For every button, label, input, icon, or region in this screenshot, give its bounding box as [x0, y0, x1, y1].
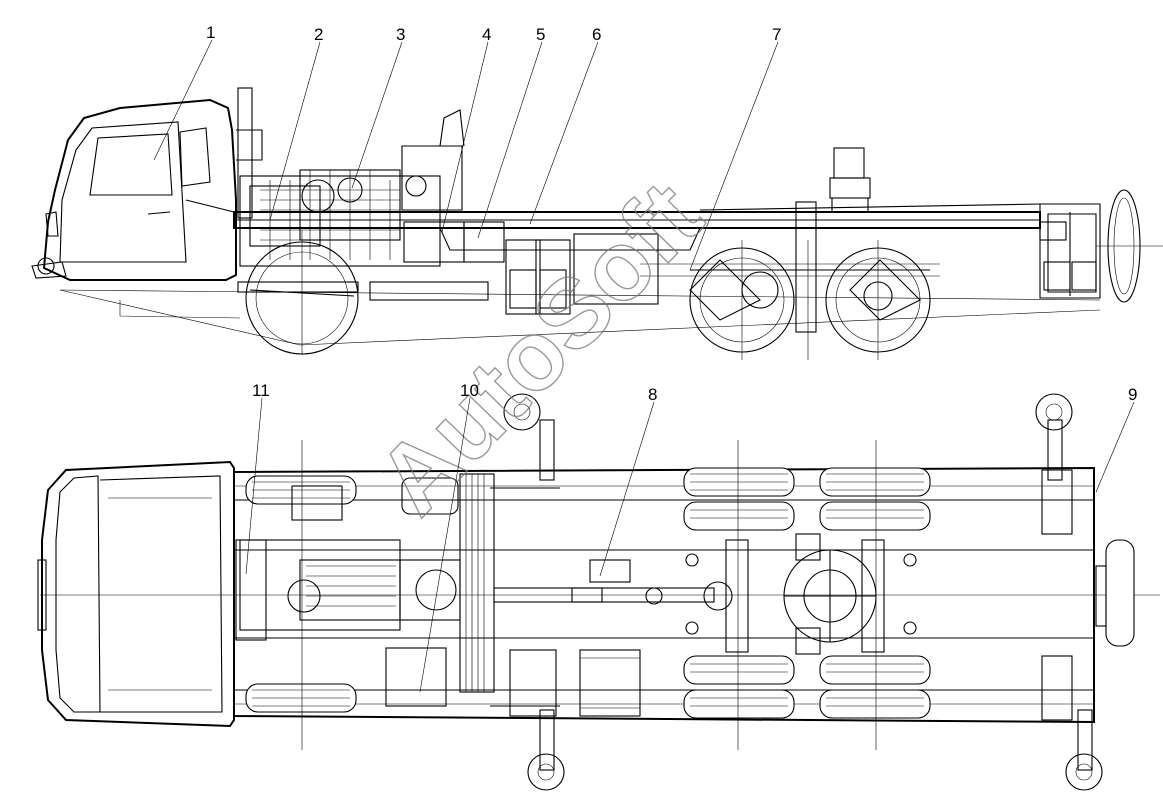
callout-5: 5 [536, 25, 545, 44]
rear-wheels-side [640, 201, 940, 360]
callout-leaders [153, 39, 1135, 693]
callout-2: 2 [314, 25, 323, 44]
callout-4: 4 [482, 25, 491, 44]
rear-tandem-top [683, 440, 931, 750]
exhaust-stacks [236, 87, 465, 219]
front-wheels-top [245, 440, 357, 750]
callout-10: 10 [460, 381, 479, 400]
spare-wheel-top [1095, 539, 1135, 647]
watermark: AutoSoft [356, 161, 722, 535]
outriggers-top [503, 393, 1103, 791]
front-wheel-side [237, 230, 359, 355]
side-view [31, 87, 1163, 360]
engine-side [239, 169, 659, 315]
callout-1: 1 [206, 23, 215, 42]
callout-3: 3 [396, 25, 405, 44]
side-tower [829, 147, 871, 212]
top-view [37, 393, 1160, 791]
engine-top [235, 473, 495, 707]
top-frame [233, 466, 1095, 724]
tanks-top [509, 649, 641, 717]
cab-side [31, 98, 237, 281]
callout-11: 11 [252, 381, 270, 400]
driveshaft-top [493, 559, 715, 605]
callout-6: 6 [592, 25, 601, 44]
callout-7: 7 [772, 25, 781, 44]
spare-wheel-side [1039, 189, 1163, 303]
callout-8: 8 [648, 385, 657, 404]
cab-top [37, 460, 1160, 728]
callout-9: 9 [1128, 385, 1137, 404]
